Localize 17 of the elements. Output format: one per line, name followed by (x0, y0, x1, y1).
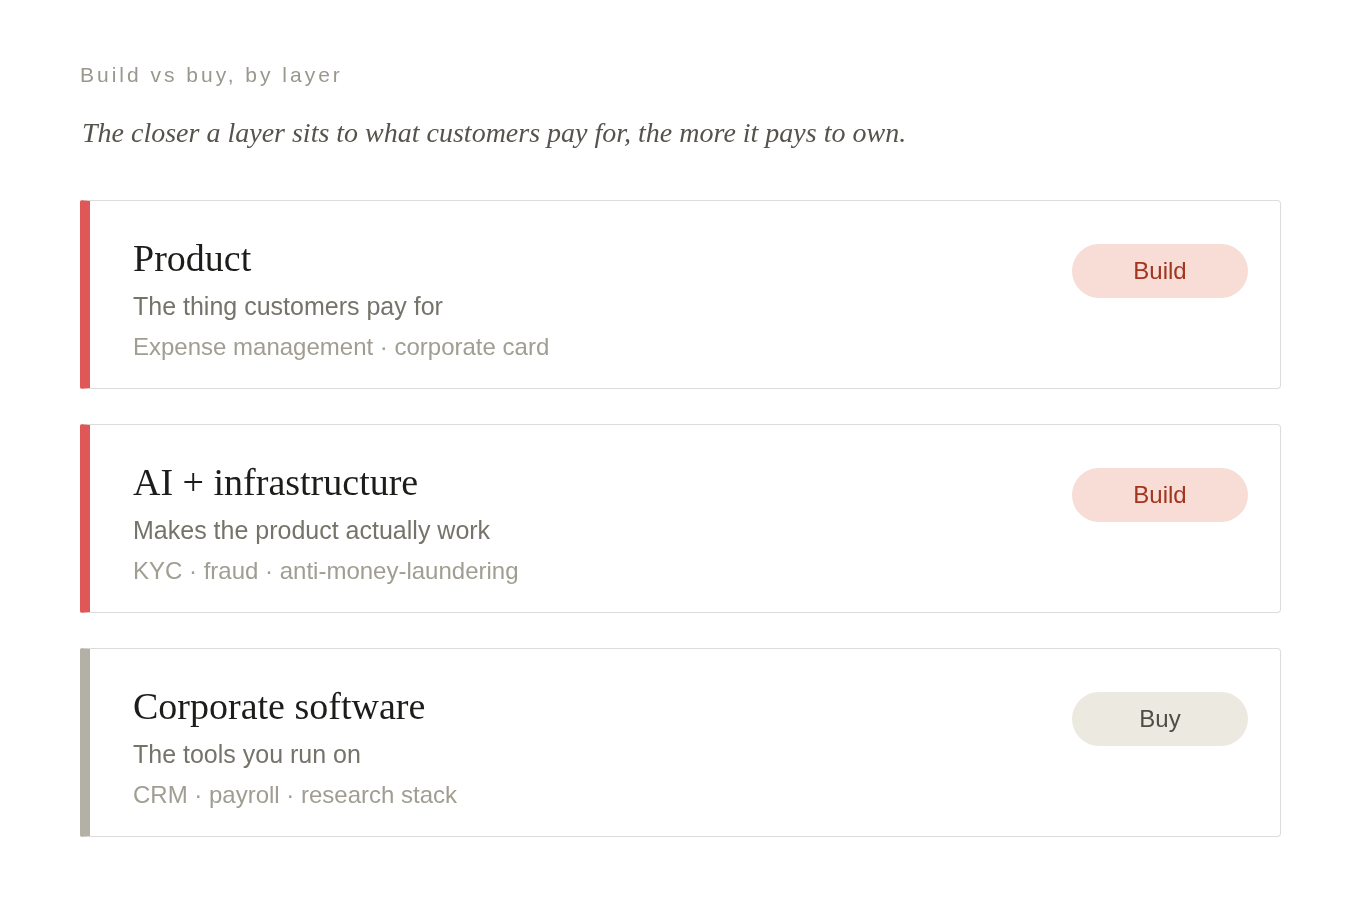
layer-examples: Expense management · corporate card (133, 332, 550, 362)
diagram-subtitle: The closer a layer sits to what customers pay for, the more it pays to own. (82, 116, 907, 150)
verdict-pill: Buy (1072, 692, 1248, 746)
layer-card (80, 424, 1281, 613)
layer-heading: AI + infrastructure (133, 461, 419, 503)
layer-examples: KYC · fraud · anti-money-laundering (133, 556, 519, 586)
layer-examples: CRM · payroll · research stack (133, 780, 458, 810)
diagram-title: Build vs buy, by layer (80, 62, 343, 88)
verdict-pill: Build (1072, 468, 1248, 522)
layer-description: The tools you run on (133, 739, 361, 769)
layer-card (80, 648, 1281, 837)
layer-description: Makes the product actually work (133, 515, 491, 545)
layer-heading: Product (133, 237, 252, 279)
layer-heading: Corporate software (133, 685, 426, 727)
layer-card (80, 200, 1281, 389)
layer-description: The thing customers pay for (133, 291, 443, 321)
verdict-pill: Build (1072, 244, 1248, 298)
